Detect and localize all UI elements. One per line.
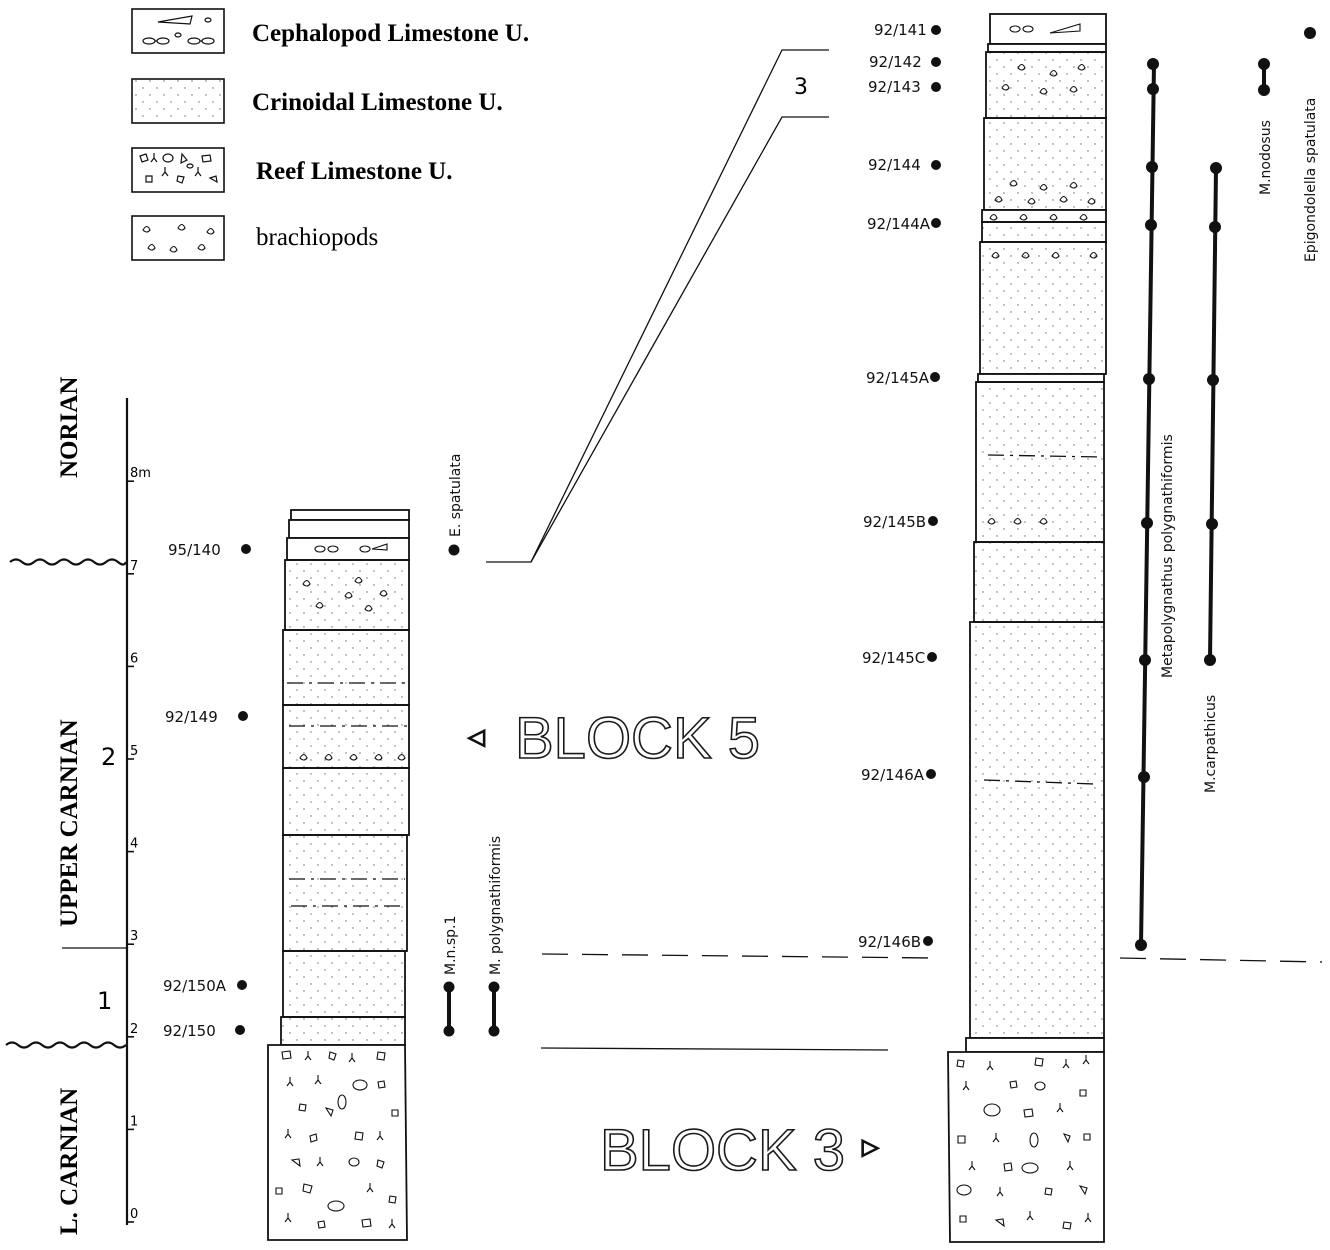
sample-dot	[238, 711, 248, 721]
brachiopod-marks	[987, 63, 1098, 525]
sample-dot	[927, 652, 937, 662]
reef-pattern-icon	[139, 152, 218, 184]
sample-label: 92/144A	[867, 215, 931, 233]
sample-dot	[926, 769, 936, 779]
legend-item-brachiopods: brachiopods	[131, 215, 378, 261]
stage-upper-carnian: UPPER CARNIAN	[56, 719, 83, 927]
range-bar-metapolygnathus	[1139, 63, 1156, 946]
zone-3-label: 3	[794, 75, 808, 100]
range-label-e-spatulata: E. spatulata	[448, 454, 464, 537]
legend-item-reef: Reef Limestone U.	[131, 147, 452, 193]
sample-dot	[931, 160, 941, 170]
legend-label: brachiopods	[256, 224, 378, 251]
scale-tick-label: 6	[130, 651, 138, 666]
sample-dot	[930, 372, 940, 382]
scale-tick-label: 1	[130, 1114, 138, 1129]
block5-samples: 95/140 92/149 92/150A 92/150	[163, 541, 251, 1040]
range-label-m-carpathicus: M.carpathicus	[1203, 695, 1219, 793]
epigondolella-point	[1304, 27, 1316, 39]
scale-bar: 0 1 2 3 4 5 6 7 8m	[125, 398, 151, 1225]
sample-dot	[241, 544, 251, 554]
sample-dot	[923, 936, 933, 946]
range-bar-m-carpathicus	[1208, 167, 1218, 661]
sample-label: 92/145B	[863, 513, 926, 531]
block5-ranges: E. spatulata M.n.sp.1 M. polygnathiformi…	[443, 454, 504, 1037]
brachiopod-marks	[299, 576, 406, 761]
sample-dot	[931, 25, 941, 35]
range-label-m-nodosus: M.nodosus	[1258, 120, 1274, 195]
sample-label: 92/145C	[862, 649, 925, 667]
stage-norian: NORIAN	[56, 377, 83, 478]
range-label-metapolygnathus: Metapolygnathus polygnathiformis	[1160, 434, 1176, 678]
block3-samples: 92/141 92/142 92/143 92/144 92/144A 92/1…	[858, 21, 941, 951]
sample-dot	[931, 57, 941, 67]
norian-carnian-boundary	[9, 558, 128, 566]
sample-dot	[237, 980, 247, 990]
stage-labels: NORIAN UPPER CARNIAN L. CARNIAN	[56, 377, 83, 1235]
reef-marks	[275, 1050, 399, 1229]
e-spatulata-point	[448, 544, 460, 556]
zone-1-label: 1	[97, 987, 112, 1015]
block3-column	[947, 13, 1107, 1243]
sample-label: 92/145A	[866, 369, 930, 387]
sample-dot	[931, 218, 941, 228]
range-label-m-n-sp1: M.n.sp.1	[443, 916, 459, 975]
block5-arrow-icon: ◁	[468, 725, 485, 750]
legend-item-crinoidal: Crinoidal Limestone U.	[131, 78, 503, 124]
lower-upper-carnian-boundary	[5, 1041, 127, 1049]
sample-label: 92/142	[869, 53, 922, 71]
legend-label: Cephalopod Limestone U.	[252, 20, 529, 47]
block3-ranges: Metapolygnathus polygnathiformis M.carpa…	[1135, 27, 1319, 951]
scale-tick-label: 5	[130, 744, 138, 759]
sample-label: 92/141	[874, 21, 927, 39]
legend: Cephalopod Limestone U. Crinoidal Limest…	[131, 8, 529, 261]
stage-boundaries	[5, 558, 128, 1049]
sample-dot	[928, 516, 938, 526]
reef-marks	[956, 1055, 1092, 1230]
sample-label: 92/150A	[163, 977, 227, 995]
scale-tick-label: 8m	[130, 466, 151, 481]
scale-tick-label: 0	[130, 1207, 138, 1222]
legend-label: Crinoidal Limestone U.	[252, 89, 503, 116]
legend-label: Reef Limestone U.	[256, 158, 452, 185]
block5-label: BLOCK 5	[515, 706, 760, 771]
sample-label: 92/149	[165, 708, 218, 726]
sample-label: 95/140	[168, 541, 221, 559]
sample-dot	[931, 82, 941, 92]
scale-tick-label: 4	[130, 837, 138, 852]
block3-title: BLOCK 3 ▷	[599, 1117, 880, 1184]
sample-label: 92/143	[868, 78, 921, 96]
range-label-m-polygnathiformis: M. polygnathiformis	[488, 836, 504, 975]
brachiopod-pattern-icon	[142, 223, 215, 253]
sample-label: 92/146A	[861, 766, 925, 784]
zone-2-label: 2	[101, 743, 116, 771]
block5-title: ◁ BLOCK 5	[467, 705, 760, 772]
sample-dot	[235, 1025, 245, 1035]
block3-arrow-icon: ▷	[862, 1135, 879, 1160]
sample-label: 92/144	[868, 156, 921, 174]
sample-label: 92/150	[163, 1022, 216, 1040]
scale-tick-label: 3	[130, 929, 138, 944]
scale-tick-label: 7	[130, 559, 138, 574]
block3-label: BLOCK 3	[600, 1118, 845, 1183]
cephalopod-pattern-icon	[142, 15, 215, 45]
crinoidal-pattern-icon	[131, 78, 225, 124]
range-label-epigondolella: Epigondolella spatulata	[1303, 98, 1319, 262]
scale-tick-label: 2	[130, 1022, 138, 1037]
zone-labels: 2 1	[97, 743, 116, 1015]
legend-item-cephalopod: Cephalopod Limestone U.	[131, 8, 529, 54]
correlation-lines	[486, 49, 1323, 1051]
stage-lower-carnian: L. CARNIAN	[56, 1088, 83, 1235]
sample-label: 92/146B	[858, 933, 921, 951]
block5-column	[267, 509, 410, 1241]
